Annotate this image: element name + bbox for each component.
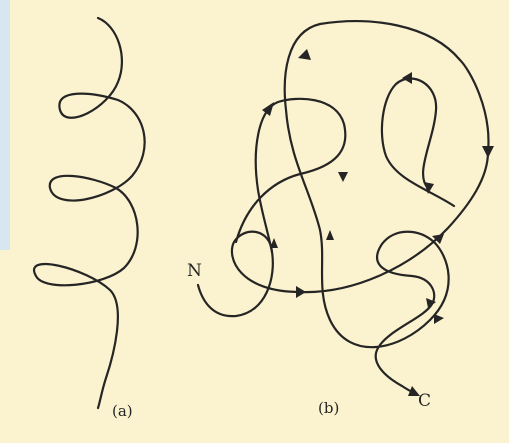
direction-arrow: [432, 234, 444, 244]
direction-arrow: [426, 298, 436, 308]
left-edge-band: [0, 0, 10, 250]
direction-arrow: [298, 49, 311, 60]
direction-arrow: [326, 230, 334, 240]
direction-arrow: [296, 286, 306, 298]
helix-coil: [32, 16, 146, 410]
helix-panel-a: [32, 16, 146, 410]
chain-start-label: N: [187, 261, 202, 281]
direction-arrow: [408, 386, 420, 396]
direction-arrow: [402, 72, 412, 84]
direction-arrow: [434, 314, 444, 324]
panel-label-b: (b): [318, 399, 339, 417]
direction-arrow: [482, 146, 494, 158]
folded-chain-left-loop: [234, 97, 347, 254]
folded-chain-upper-loop: [380, 77, 456, 208]
direction-arrow: [270, 238, 278, 248]
direction-arrow: [262, 102, 274, 116]
chain-end-label: C: [418, 391, 431, 411]
direction-arrow: [338, 172, 348, 182]
folded-chain: [196, 20, 490, 396]
random-coil-panel-b: [196, 20, 494, 396]
panel-label-a: (a): [112, 402, 133, 420]
direction-arrow: [424, 182, 434, 194]
